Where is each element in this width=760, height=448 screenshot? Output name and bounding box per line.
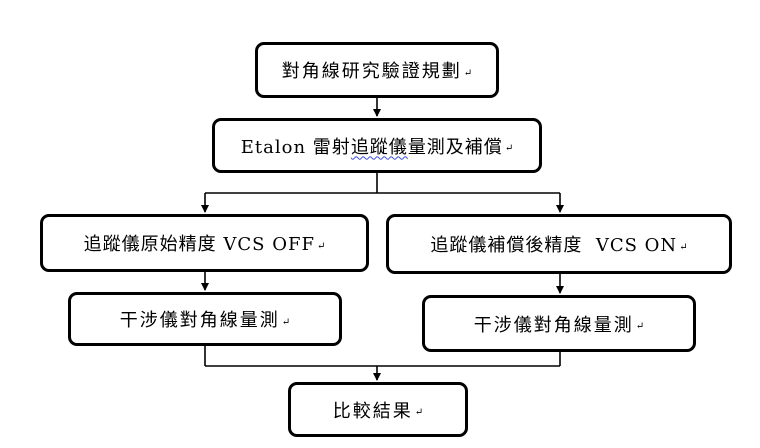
node-left-interferometer: 干涉儀對角線量測↵ xyxy=(68,292,342,346)
node-plan: 對角線研究驗證規劃↵ xyxy=(255,42,499,98)
paragraph-mark: ↵ xyxy=(504,143,514,154)
node-result-label: 比較結果 xyxy=(332,400,413,422)
node-right-interferometer: 干涉儀對角線量測↵ xyxy=(422,295,696,352)
node-etalon-underlined: 追蹤儀 xyxy=(350,136,408,158)
node-right-precision: 追蹤儀補償後精度 VCS ON↵ xyxy=(386,214,732,274)
paragraph-mark: ↵ xyxy=(281,316,291,328)
node-left-interferometer-label: 干涉儀對角線量測 xyxy=(119,310,280,331)
node-right-precision-label: 追蹤儀補償後精度 VCS ON xyxy=(430,235,678,256)
paragraph-mark: ↵ xyxy=(679,241,688,253)
paragraph-mark: ↵ xyxy=(635,321,645,332)
node-left-precision-label: 追蹤儀原始精度 VCS OFF xyxy=(83,234,315,255)
node-etalon: Etalon 雷射追蹤儀量測及補償↵ xyxy=(212,118,542,173)
node-etalon-suffix: 量測及補償 xyxy=(407,136,503,158)
node-left-precision: 追蹤儀原始精度 VCS OFF↵ xyxy=(40,214,369,272)
node-etalon-prefix: Etalon 雷射 xyxy=(240,136,351,158)
paragraph-mark: ↵ xyxy=(414,407,424,418)
node-result: 比較結果↵ xyxy=(288,382,468,437)
node-right-interferometer-label: 干涉儀對角線量測 xyxy=(473,314,634,336)
paragraph-mark: ↵ xyxy=(463,67,473,79)
paragraph-mark: ↵ xyxy=(316,240,326,252)
node-plan-label: 對角線研究驗證規劃 xyxy=(281,61,462,82)
